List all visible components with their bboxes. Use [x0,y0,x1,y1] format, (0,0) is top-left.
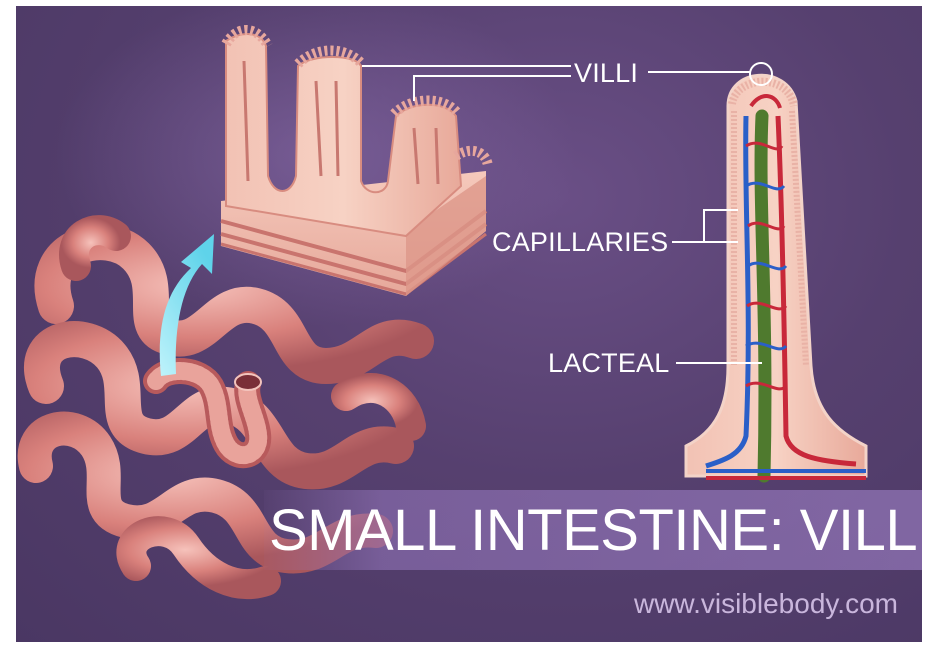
lacteal-label: LACTEAL [548,350,669,377]
capillaries-label: CAPILLARIES [492,229,668,256]
villi-label: VILLI [574,60,638,87]
villus-detail [686,63,866,478]
diagram-frame: VILLI CAPILLARIES LACTEAL SMALL INTESTIN… [16,6,922,642]
source-url: www.visiblebody.com [634,590,898,618]
diagram-title: SMALL INTESTINE: VILLI [269,502,922,560]
